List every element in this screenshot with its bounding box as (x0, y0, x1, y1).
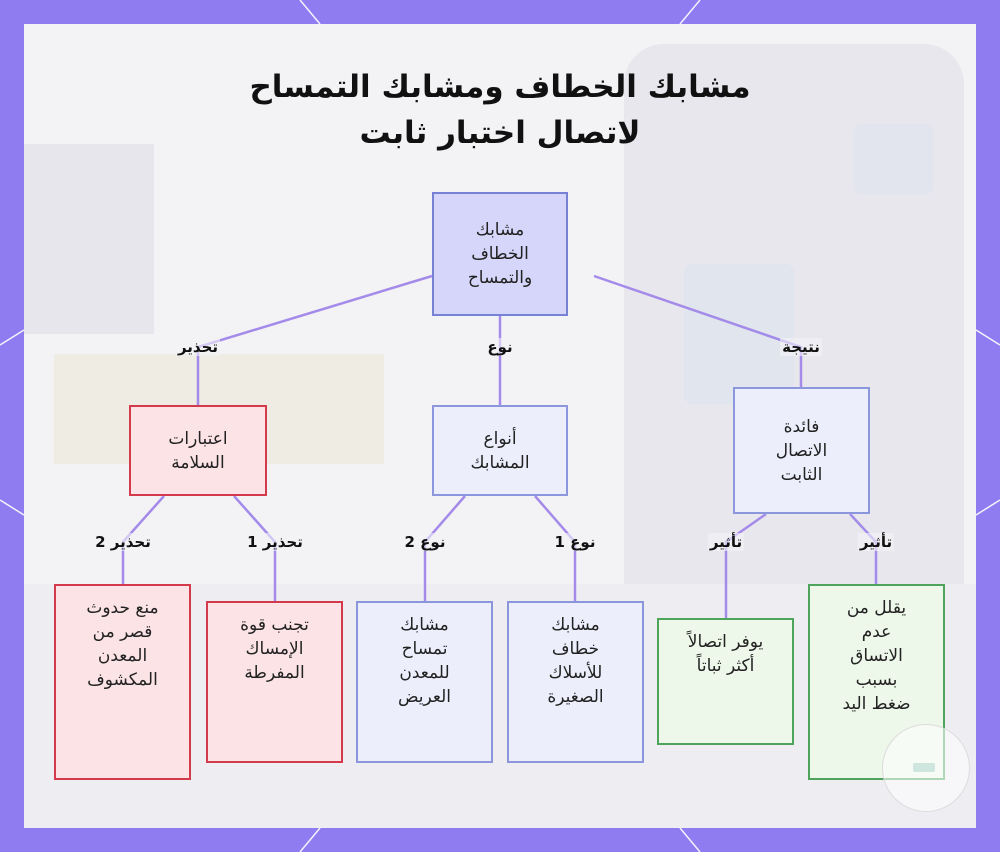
node-root: مشابك الخطاف والتمساح (432, 192, 568, 316)
edge-label-type: نوع (485, 338, 515, 356)
edge-benefit-stable (724, 512, 767, 618)
node-safety: اعتبارات السلامة (129, 405, 267, 496)
node-hook-clips: مشابك خطاف للأسلاك الصغيرة (507, 601, 644, 763)
edge-label-type-2: نوع 2 (402, 533, 448, 551)
edge-label-warning-2: تحذير 2 (93, 533, 153, 551)
watermark-logo-icon (913, 763, 935, 772)
edge-label-warning-1: تحذير 1 (245, 533, 305, 551)
edge-label-effect-a: تأثير (707, 533, 745, 551)
title-line-1: مشابك الخطاف ومشابك التمساح (249, 69, 751, 105)
edge-label-effect-b: تأثير (857, 533, 895, 551)
edge-label-result: نتيجة (780, 338, 822, 356)
edge-label-type-1: نوع 1 (552, 533, 598, 551)
title-line-2: لاتصال اختبار ثابت (359, 115, 641, 151)
node-alligator-clips: مشابك تمساح للمعدن العريض (356, 601, 493, 763)
edge-root-safety (196, 274, 433, 405)
node-grip: تجنب قوة الإمساك المفرطة (206, 601, 343, 763)
edge-label-warning: تحذير (175, 338, 221, 356)
node-short-circuit: منع حدوث قصر من المعدن المكشوف (54, 584, 191, 780)
watermark-badge (882, 724, 970, 812)
node-benefit: فائدة الاتصال الثابت (733, 387, 870, 514)
node-stable-connection: يوفر اتصالاً أكثر ثباتاً (657, 618, 794, 745)
diagram-card: مشابك الخطاف ومشابك التمساح لاتصال اختبا… (24, 24, 976, 828)
node-types: أنواع المشابك (432, 405, 568, 496)
node-reduce-inconsistency: يقلل من عدم الاتساق بسبب ضغط اليد (808, 584, 945, 780)
edge-root-benefit (593, 274, 803, 387)
